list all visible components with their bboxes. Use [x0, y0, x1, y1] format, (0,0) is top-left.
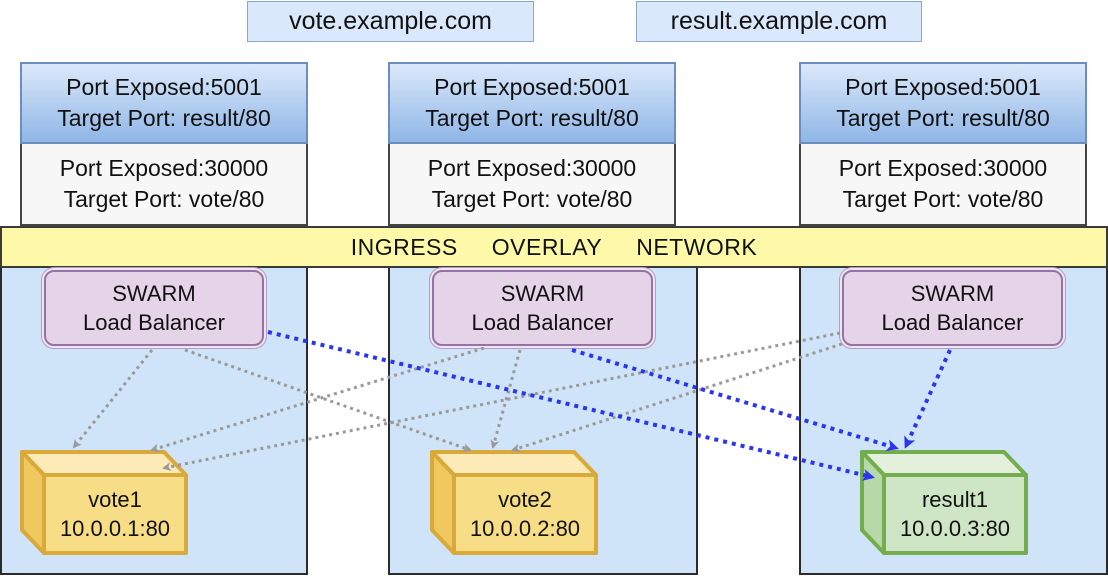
task-name: vote2 [498, 487, 552, 512]
result-target-port: Target Port: result/80 [836, 105, 1050, 131]
arrow-lb1-to-vote2 [184, 348, 472, 452]
result-target-port: Target Port: result/80 [425, 105, 639, 131]
lb-title: SWARM [910, 281, 995, 306]
task-name: result1 [921, 487, 989, 512]
vote-target-port: Target Port: vote/80 [431, 186, 633, 212]
vote-domain-label: vote.example.com [247, 1, 534, 42]
task-address: 10.0.0.1:80 [59, 516, 171, 541]
result-port-mapping-node-1: Port Exposed:5001 Target Port: result/80 [20, 62, 308, 144]
arrow-lb3-to-vote2 [511, 342, 843, 453]
result-port-exposed: Port Exposed:5001 [66, 74, 262, 100]
lb-subtitle: Load Balancer [881, 310, 1024, 335]
lb-title: SWARM [500, 281, 585, 306]
ingress-overlay-network-bar: INGRESS OVERLAY NETWORK [0, 226, 1108, 268]
vote-port-mapping-node-2: Port Exposed:30000 Target Port: vote/80 [388, 144, 676, 226]
result1-label: result1 10.0.0.3:80 [884, 485, 1026, 543]
ingress-word-1: INGRESS [350, 233, 458, 260]
vote-port-exposed: Port Exposed:30000 [838, 155, 1048, 181]
result-port-mapping-node-3: Port Exposed:5001 Target Port: result/80 [799, 62, 1087, 144]
lb-subtitle: Load Balancer [471, 310, 614, 335]
vote1-container-box [20, 450, 188, 555]
vote-port-mapping-node-3: Port Exposed:30000 Target Port: vote/80 [799, 144, 1087, 226]
result-target-port: Target Port: result/80 [57, 105, 271, 131]
swarm-load-balancer-node-2: SWARM Load Balancer [432, 270, 653, 346]
vote2-label: vote2 10.0.0.2:80 [454, 485, 596, 543]
arrow-lb3-to-vote1 [162, 331, 841, 472]
arrow-lb1-to-vote1 [72, 349, 154, 449]
task-address: 10.0.0.2:80 [469, 516, 581, 541]
result-port-exposed: Port Exposed:5001 [434, 74, 630, 100]
vote-routing-arrows [72, 331, 843, 472]
swarm-load-balancer-node-1: SWARM Load Balancer [44, 270, 264, 346]
vote-port-mapping-node-1: Port Exposed:30000 Target Port: vote/80 [20, 144, 308, 226]
result-routing-arrows [267, 330, 952, 481]
result-port-mapping-node-2: Port Exposed:5001 Target Port: result/80 [388, 62, 676, 144]
task-address: 10.0.0.3:80 [899, 516, 1011, 541]
ingress-word-2: OVERLAY [491, 233, 603, 260]
arrow-lb3-to-result1 [904, 349, 952, 449]
lb-title: SWARM [112, 281, 196, 306]
result1-container-box [860, 450, 1028, 555]
vote1-label: vote1 10.0.0.1:80 [44, 485, 186, 543]
arrow-lb2-to-result1 [571, 348, 899, 452]
vote-target-port: Target Port: vote/80 [63, 186, 265, 212]
vote-target-port: Target Port: vote/80 [842, 186, 1044, 212]
arrow-lb2-to-vote2 [490, 349, 522, 449]
vote2-container-box [430, 450, 598, 555]
vote-port-exposed: Port Exposed:30000 [59, 155, 269, 181]
lb-subtitle: Load Balancer [83, 310, 225, 335]
vote-port-exposed: Port Exposed:30000 [427, 155, 637, 181]
arrow-lb2-to-vote1-a [150, 346, 485, 453]
swarm-load-balancer-node-3: SWARM Load Balancer [842, 270, 1063, 346]
result-domain-label: result.example.com [636, 1, 922, 42]
ingress-word-3: NETWORK [636, 233, 758, 260]
task-name: vote1 [88, 487, 142, 512]
result-port-exposed: Port Exposed:5001 [845, 74, 1041, 100]
